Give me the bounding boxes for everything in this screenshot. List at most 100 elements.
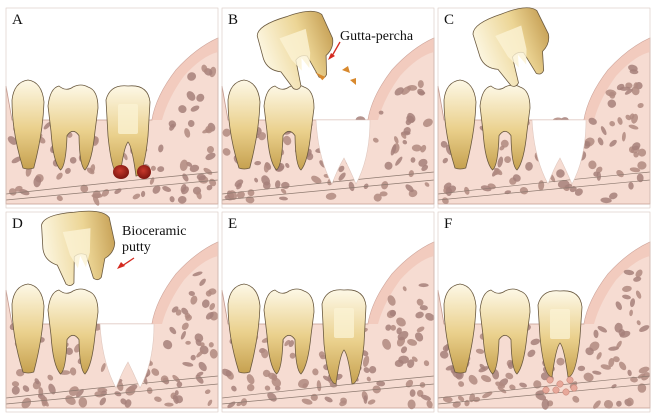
- trabecula: [254, 160, 262, 166]
- trabecula: [639, 325, 650, 333]
- trabecula: [637, 102, 644, 109]
- trabecula: [65, 167, 71, 174]
- trabecula: [410, 157, 416, 163]
- trabecula: [234, 179, 244, 187]
- trabecula: [209, 349, 218, 359]
- trabecula: [43, 121, 52, 130]
- trabecula: [609, 121, 616, 127]
- trabecula: [440, 141, 448, 148]
- trabecula: [624, 88, 633, 95]
- bone-graft-particle: [556, 380, 564, 388]
- trabecula: [631, 86, 640, 96]
- bone-graft-particle: [546, 376, 554, 384]
- premolar-tooth-icon: [227, 283, 261, 374]
- trabecula: [312, 368, 319, 376]
- cortical-line: [221, 171, 435, 195]
- annotation-bioceramic: Bioceramic: [122, 224, 187, 239]
- trabecula: [636, 173, 644, 183]
- trabecula: [367, 399, 376, 405]
- trabecula: [535, 393, 547, 401]
- molar-tooth-icon: [47, 84, 99, 171]
- trabecula: [80, 184, 89, 193]
- trabecula: [420, 394, 432, 401]
- trabecula: [419, 305, 428, 311]
- trabecula: [283, 135, 292, 146]
- trabecula: [363, 367, 370, 374]
- trabecula: [338, 172, 346, 181]
- trabecula: [618, 329, 626, 337]
- trabecula: [196, 173, 206, 181]
- trabecula: [258, 132, 266, 141]
- molar-tooth-icon: [263, 84, 315, 171]
- trabecula: [519, 187, 529, 195]
- tooth-socket: [315, 119, 371, 185]
- gingiva: [152, 242, 218, 324]
- trabecula: [274, 180, 281, 189]
- trabecula: [189, 164, 200, 173]
- trabecula: [493, 170, 501, 176]
- trabecula: [622, 294, 631, 300]
- trabecula: [56, 172, 63, 180]
- pulp-chamber: [495, 25, 527, 68]
- trabecula: [11, 156, 22, 164]
- trabecula: [637, 161, 647, 170]
- trabecula: [396, 317, 406, 327]
- trabecula: [162, 339, 173, 350]
- trabecula: [151, 368, 160, 376]
- trabecula: [592, 370, 602, 375]
- bone-graft-particle: [570, 384, 578, 392]
- pulp-chamber: [334, 308, 354, 338]
- trabecula: [187, 120, 195, 127]
- trabecula: [372, 137, 379, 143]
- trabecula: [195, 374, 204, 384]
- trabecula: [285, 162, 290, 169]
- trabecula: [94, 391, 104, 398]
- gingiva: [584, 242, 650, 324]
- trabecula: [187, 72, 197, 81]
- trabecula: [181, 186, 189, 195]
- trabecula: [301, 398, 313, 405]
- trabecula: [637, 148, 647, 157]
- trabecula: [264, 385, 271, 391]
- trabecula: [280, 188, 287, 194]
- trabecula: [596, 171, 601, 181]
- trabecula: [154, 396, 162, 402]
- pulp-chamber: [62, 228, 91, 269]
- trabecula: [92, 195, 100, 206]
- trabecula: [420, 144, 427, 153]
- trabecula: [628, 182, 634, 190]
- trabecula: [408, 170, 414, 178]
- cortical-line: [5, 375, 219, 399]
- trabecula: [402, 286, 407, 292]
- trabecula: [196, 350, 204, 358]
- trabecula: [418, 283, 429, 288]
- trabecula: [631, 113, 638, 124]
- tooth-body: [479, 84, 531, 171]
- bone-graft-particle: [562, 388, 570, 396]
- trabecula: [588, 160, 597, 170]
- trabecula: [246, 374, 255, 385]
- trabecula: [556, 357, 565, 366]
- trabecula: [231, 385, 237, 392]
- trabecula: [400, 346, 408, 354]
- trabecula: [424, 182, 430, 187]
- cortical-line: [437, 179, 651, 201]
- cortical-line: [221, 375, 435, 399]
- trabecula: [407, 339, 418, 346]
- trabecula: [169, 196, 175, 203]
- panel-c: [437, 7, 651, 209]
- trabecula: [481, 375, 492, 383]
- trabecula: [417, 88, 425, 96]
- trabecula: [625, 114, 632, 121]
- trabecula: [407, 399, 416, 410]
- trabecula: [621, 131, 626, 142]
- trabecula: [597, 326, 608, 333]
- trabecula: [629, 298, 636, 308]
- trabecula: [120, 398, 127, 405]
- pulp-chamber: [550, 309, 570, 339]
- trabecula: [616, 400, 622, 407]
- trabecula: [389, 310, 397, 317]
- arrow-icon: [117, 262, 125, 269]
- trabecula: [180, 331, 186, 340]
